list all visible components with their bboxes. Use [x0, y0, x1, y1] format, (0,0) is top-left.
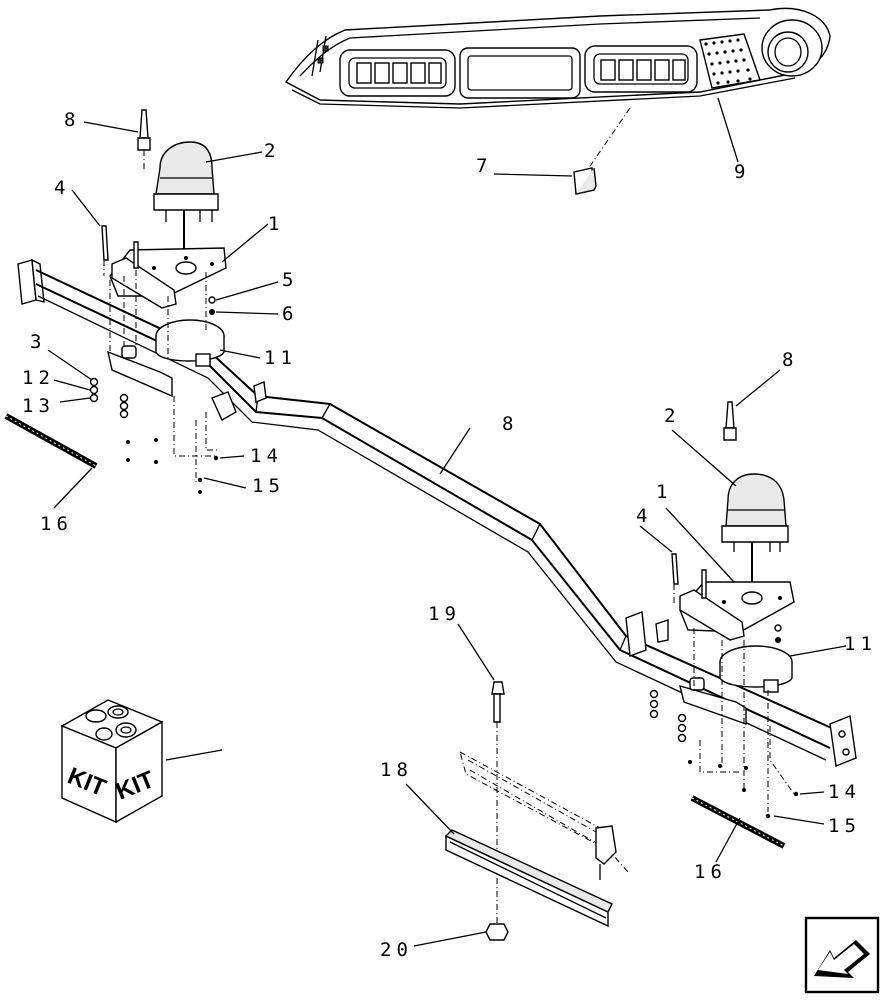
previous-page-arrow-icon [814, 940, 870, 978]
rail-assembly [444, 681, 629, 941]
callout-16b: 16 [694, 861, 727, 883]
callout-12: 12 [22, 367, 55, 389]
roof-console [284, 7, 831, 109]
callout-17: 18 [380, 759, 413, 781]
callout-11: 11 [264, 347, 297, 369]
callout-6: 6 [282, 303, 298, 325]
callout-15: 15 [252, 475, 285, 497]
callout-11b: 11 [844, 633, 877, 655]
previous-page-button[interactable] [804, 916, 880, 994]
callout-13: 13 [22, 395, 55, 417]
callout-14: 14 [250, 445, 283, 467]
switch-blank [573, 107, 631, 195]
callout-9: 8 [502, 413, 518, 435]
callout-14b: 14 [828, 781, 861, 803]
callout-4b: 4 [636, 505, 652, 527]
callout-18: 19 [428, 603, 461, 625]
callout-3: 3 [30, 331, 46, 353]
leader-lines [47, 97, 847, 947]
left-beacon-assembly [89, 109, 227, 494]
callout-5: 5 [282, 269, 298, 291]
callout-8: 8 [64, 109, 80, 131]
callout-16: 16 [40, 513, 73, 535]
callout-2: 2 [264, 140, 280, 162]
callout-4: 4 [54, 177, 70, 199]
callouts: 8 2 4 1 5 6 11 3 12 13 14 15 16 7 9 8 8 … [22, 109, 877, 961]
kit-box: KIT KIT [60, 699, 164, 824]
callout-19: 20 [380, 939, 413, 961]
left-rubber-strip [4, 413, 98, 469]
callout-1b: 1 [656, 481, 672, 503]
callout-2b: 2 [664, 405, 680, 427]
callout-8b: 8 [782, 349, 798, 371]
callout-7: 7 [476, 155, 492, 177]
callout-10: 9 [734, 161, 750, 183]
callout-15b: 15 [828, 815, 861, 837]
right-beacon-assembly [649, 401, 799, 819]
callout-1: 1 [268, 213, 284, 235]
